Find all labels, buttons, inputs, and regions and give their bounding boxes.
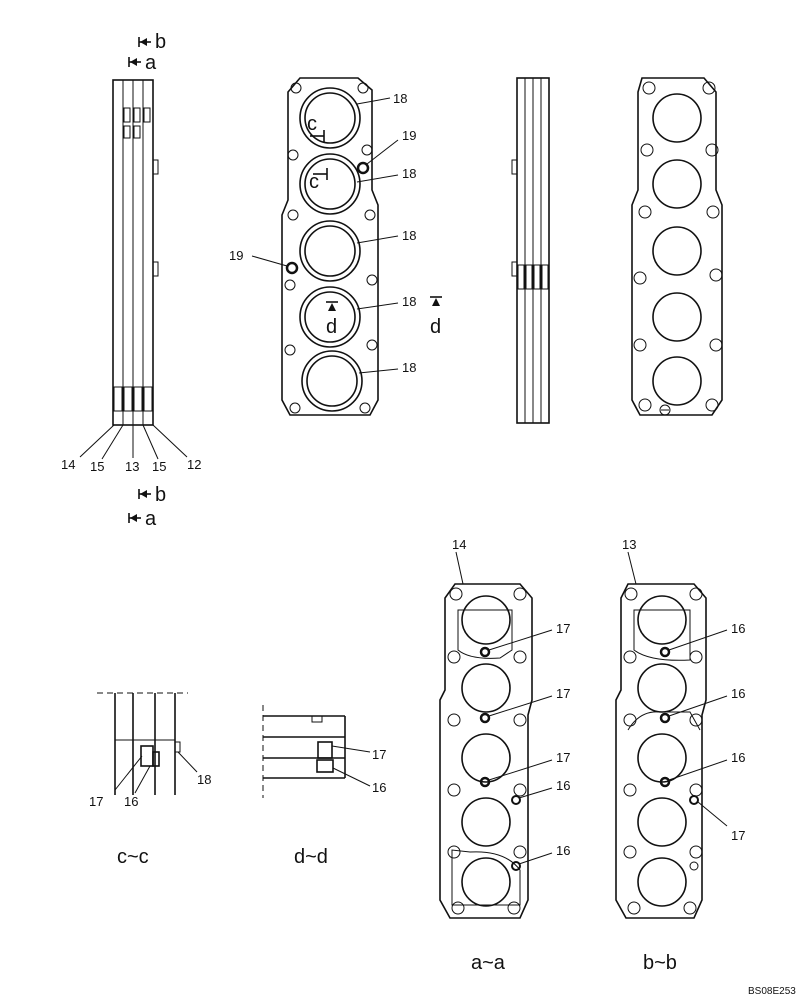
ring-16-bb-2 xyxy=(659,712,671,724)
plate-front-view xyxy=(251,77,442,416)
callout-15b: 15 xyxy=(152,459,166,474)
cut-label-c-2: c xyxy=(309,171,319,193)
section-title-aa: a~a xyxy=(471,952,506,974)
cut-arrow-a-bottom xyxy=(128,513,141,523)
backup-ring-16-dd xyxy=(316,759,334,773)
cut-label-d-2: d xyxy=(430,316,441,338)
callout-16-aa-a: 16 xyxy=(556,778,570,793)
section-view-a-a xyxy=(439,551,553,919)
detail-d-d xyxy=(262,705,371,798)
callout-17-aa-c: 17 xyxy=(556,750,570,765)
callout-15: 15 xyxy=(90,459,104,474)
seal-ring-5 xyxy=(301,350,363,412)
detail-c-c xyxy=(97,692,198,795)
cut-label-c-1: c xyxy=(307,113,317,135)
cut-label-a-top: a xyxy=(145,52,157,74)
callout-17-dd: 17 xyxy=(372,747,386,762)
side-view-stack xyxy=(79,79,188,460)
callout-17-cc: 17 xyxy=(89,794,103,809)
section-title-dd: d~d xyxy=(294,846,328,868)
reference-code: BS08E253 xyxy=(748,986,796,997)
callout-18-cc: 18 xyxy=(197,772,211,787)
o-ring-17-dd xyxy=(317,741,333,759)
callout-19-a: 19 xyxy=(402,128,416,143)
o-ring-17-cc xyxy=(140,745,154,767)
section-view-a-a-part: 14 xyxy=(452,537,466,552)
callout-16-dd: 16 xyxy=(372,780,386,795)
cut-arrow-b-bottom xyxy=(138,489,151,499)
callout-18-c: 18 xyxy=(402,228,416,243)
callout-13: 13 xyxy=(125,459,139,474)
o-ring-17-bb xyxy=(689,795,699,805)
callout-18-a: 18 xyxy=(393,91,407,106)
callout-14: 14 xyxy=(61,457,75,472)
seal-18-cc xyxy=(174,741,181,753)
o-ring-19-b xyxy=(285,261,299,275)
o-ring-17-aa-3 xyxy=(479,776,491,788)
cut-label-d-1: d xyxy=(326,316,337,338)
callout-17-bb: 17 xyxy=(731,828,745,843)
section-title-cc: c~c xyxy=(117,846,149,868)
seal-ring-1 xyxy=(299,87,361,149)
section-title-bb: b~b xyxy=(643,952,677,974)
seal-ring-4 xyxy=(299,286,361,348)
o-ring-19-a xyxy=(356,161,370,175)
callout-16-bb-a: 16 xyxy=(731,621,745,636)
cut-arrow-b-top xyxy=(138,37,151,47)
o-ring-17-aa-1 xyxy=(479,646,491,658)
o-ring-17-aa-2 xyxy=(479,712,491,724)
cut-label-a-bottom: a xyxy=(145,508,157,530)
callout-18-e: 18 xyxy=(402,360,416,375)
section-view-b-b xyxy=(615,551,728,919)
callout-16-bb-c: 16 xyxy=(731,750,745,765)
section-view-b-b-part: 13 xyxy=(622,537,636,552)
seal-ring-2 xyxy=(299,153,361,215)
callout-19-b: 19 xyxy=(229,248,243,263)
ring-16-aa-1 xyxy=(511,795,521,805)
callout-17-aa-b: 17 xyxy=(556,686,570,701)
side-view-stack-2 xyxy=(511,77,550,424)
ring-16-aa-2 xyxy=(511,861,521,871)
cut-label-b-top: b xyxy=(155,31,166,53)
callout-12: 12 xyxy=(187,457,201,472)
callout-16-cc: 16 xyxy=(124,794,138,809)
seal-ring-3 xyxy=(299,220,361,282)
callout-16-bb-b: 16 xyxy=(731,686,745,701)
cut-arrow-a-top xyxy=(128,57,141,67)
ring-16-bb-1 xyxy=(659,646,671,658)
callout-16-aa-b: 16 xyxy=(556,843,570,858)
plate-rear-view xyxy=(631,77,723,416)
callout-17-aa-a: 17 xyxy=(556,621,570,636)
backup-ring-16-cc xyxy=(152,751,160,767)
callout-18-d: 18 xyxy=(402,294,416,309)
cut-label-b-bottom: b xyxy=(155,484,166,506)
callout-18-b: 18 xyxy=(402,166,416,181)
ring-16-bb-3 xyxy=(659,776,671,788)
